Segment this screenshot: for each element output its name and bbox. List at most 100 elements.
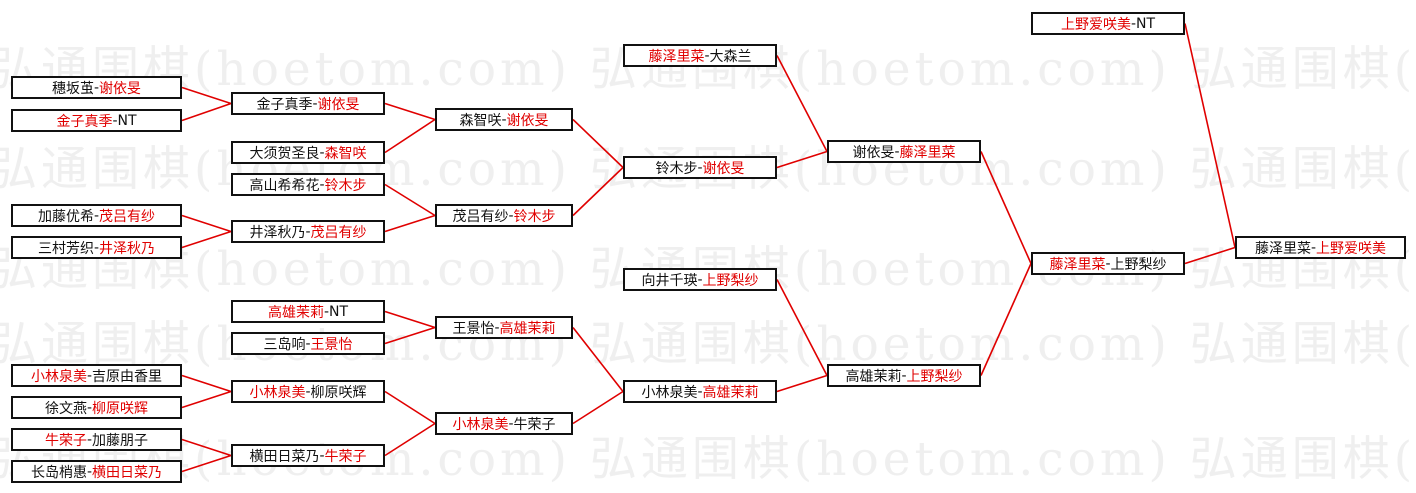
player-name: 小林泉美 [249, 384, 306, 401]
player-name: 大须贺圣良 [249, 145, 320, 162]
player-name: 大森兰 [709, 48, 752, 65]
match-box-round1: 金子真季-NT [11, 109, 182, 132]
player-name: 横田日菜乃 [249, 448, 320, 465]
player-name: 高山希希花 [249, 177, 320, 194]
player-name: 上野爱咲美 [1060, 16, 1131, 33]
match-box-round3: 王景怡-高雄茉莉 [435, 316, 573, 339]
player-name: 谢依旻 [99, 80, 142, 97]
connector-line [181, 374, 232, 393]
player-name: 横田日菜乃 [92, 464, 163, 481]
match-box-round4: 向井千瑛-上野梨纱 [623, 268, 777, 291]
player-name: 小林泉美 [30, 368, 87, 385]
connector-line [1184, 246, 1236, 265]
connector-line [980, 151, 1032, 264]
connector-line [181, 438, 232, 457]
match-box-round2: 高雄茉莉-NT [231, 300, 385, 323]
connector-line [384, 326, 436, 345]
match-box-round2: 井泽秋乃-茂吕有纱 [231, 220, 385, 243]
player-name: 三岛响 [263, 336, 306, 353]
player-name: 徐文燕 [44, 400, 87, 417]
connector-line [384, 183, 436, 217]
connector-line [572, 166, 624, 217]
connector-line [181, 230, 232, 249]
player-name: 上野梨纱 [702, 272, 759, 289]
match-box-round1: 徐文燕-柳原咲辉 [11, 396, 182, 419]
player-name: 金子真季 [56, 113, 113, 130]
match-box-round4: 藤泽里菜-大森兰 [623, 44, 777, 67]
player-name: 上野爱咲美 [1316, 240, 1387, 257]
connector-line [1184, 23, 1236, 248]
player-name: 森智咲 [324, 145, 367, 162]
player-name: 高雄茉莉 [845, 368, 902, 385]
player-name: 三村芳织 [37, 240, 94, 257]
player-name: 柳原咲辉 [92, 400, 149, 417]
player-name: 谢依旻 [702, 160, 745, 177]
match-box-round2: 大须贺圣良-森智咲 [231, 141, 385, 164]
player-name: 牛荣子 [513, 416, 556, 433]
player-name: 王景怡 [310, 336, 353, 353]
match-box-round1: 三村芳织-井泽秋乃 [11, 236, 182, 259]
player-name: 上野梨纱 [906, 368, 963, 385]
connector-line [776, 374, 828, 393]
player-name: 长岛梢惠 [30, 464, 87, 481]
player-name: 铃木步 [655, 160, 698, 177]
connector-line [384, 214, 436, 233]
player-name: 井泽秋乃 [99, 240, 156, 257]
match-box-round5: 高雄茉莉-上野梨纱 [827, 364, 981, 387]
match-box-round2: 三岛响-王景怡 [231, 332, 385, 355]
player-name: NT [1136, 15, 1156, 32]
match-box-round3: 茂吕有纱-铃木步 [435, 204, 573, 227]
player-name: 茂吕有纱 [310, 224, 367, 241]
match-box-round3: 小林泉美-牛荣子 [435, 412, 573, 435]
player-name: 藤泽里菜 [899, 144, 956, 161]
connector-line [181, 102, 232, 122]
connector-line [181, 86, 232, 105]
connector-line [776, 150, 828, 169]
player-name: 小林泉美 [641, 384, 698, 401]
match-box-round2: 高山希希花-铃木步 [231, 173, 385, 196]
match-box-round1: 长岛梢惠-横田日菜乃 [11, 460, 182, 483]
match-box-round6: 藤泽里菜-上野梨纱 [1031, 252, 1185, 275]
match-box-round2: 小林泉美-柳原咲辉 [231, 380, 385, 403]
connector-line [181, 390, 232, 409]
player-name: 铃木步 [324, 177, 367, 194]
player-name: 铃木步 [513, 208, 556, 225]
connector-line [181, 214, 232, 233]
player-name: 高雄茉莉 [267, 304, 324, 321]
player-name: 柳原咲辉 [310, 384, 367, 401]
player-name: 向井千瑛 [641, 272, 698, 289]
player-name: 谢依旻 [506, 112, 549, 129]
player-name: 王景怡 [452, 320, 495, 337]
match-box-final: 藤泽里菜-上野爱咲美 [1235, 236, 1406, 259]
match-box-round2: 横田日菜乃-牛荣子 [231, 444, 385, 467]
connector-line [572, 327, 624, 392]
match-box-round4: 小林泉美-高雄茉莉 [623, 380, 777, 403]
match-box-round2: 金子真季-谢依旻 [231, 92, 385, 115]
player-name: 吉原由香里 [92, 368, 163, 385]
player-name: 加藤优希 [37, 208, 94, 225]
player-name: 藤泽里菜 [1254, 240, 1311, 257]
player-name: 茂吕有纱 [99, 208, 156, 225]
player-name: 茂吕有纱 [452, 208, 509, 225]
match-box-round1: 穗坂茧-谢依旻 [11, 76, 182, 99]
player-name: 藤泽里菜 [1049, 256, 1106, 273]
player-name: 藤泽里菜 [648, 48, 705, 65]
player-name: 谢依旻 [852, 144, 895, 161]
player-name: 上野梨纱 [1110, 256, 1167, 273]
connector-line [181, 454, 232, 473]
match-box-round5: 谢依旻-藤泽里菜 [827, 140, 981, 163]
player-name: 小林泉美 [452, 416, 509, 433]
connector-line [384, 102, 436, 121]
connector-line [776, 55, 828, 152]
connector-line [384, 422, 436, 457]
connector-line [572, 118, 624, 169]
match-box-round3: 森智咲-谢依旻 [435, 108, 573, 131]
match-box-round4: 铃木步-谢依旻 [623, 156, 777, 179]
player-name: 高雄茉莉 [499, 320, 556, 337]
player-name: 高雄茉莉 [702, 384, 759, 401]
connector-line [776, 279, 828, 376]
player-name: 谢依旻 [317, 96, 360, 113]
connector-line [384, 310, 436, 329]
player-name: 牛荣子 [44, 432, 87, 449]
